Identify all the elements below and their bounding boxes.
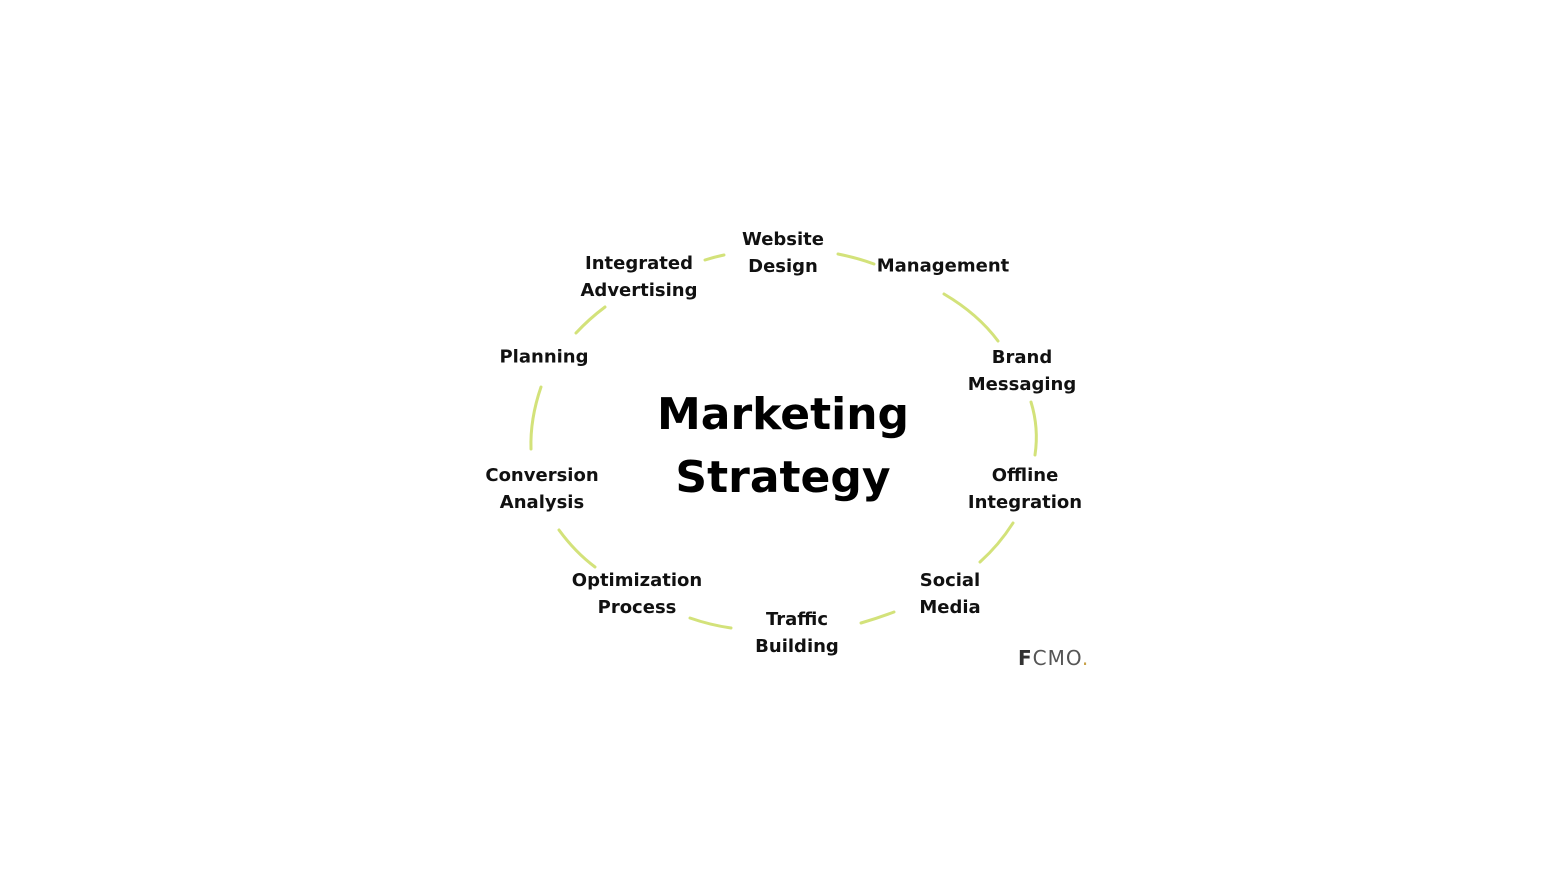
center-title-line: Marketing <box>656 389 910 440</box>
node-label-line: Design <box>748 256 818 277</box>
node-label-line: Traffic <box>765 609 829 630</box>
node-optimization-process: Optimization Process <box>572 567 702 621</box>
center-title: Marketing Strategy <box>657 383 909 509</box>
cycle-arcs <box>529 252 1038 630</box>
node-label-line: Offline <box>991 465 1059 486</box>
node-label-line: Integration <box>967 492 1083 513</box>
node-label-line: Advertising <box>580 280 698 301</box>
center-title-line: Strategy <box>675 452 891 503</box>
node-offline-integration: Offline Integration <box>968 462 1082 516</box>
connector-arc-7 <box>688 616 733 630</box>
node-label-line: Planning <box>499 346 589 368</box>
node-management: Management <box>877 253 1010 280</box>
node-website-design: Website Design <box>742 226 824 280</box>
node-social-media: Social Media <box>919 567 980 621</box>
node-brand-messaging: Brand Messaging <box>968 344 1076 398</box>
connector-arc-2 <box>836 252 876 266</box>
connector-arc-4 <box>1029 400 1038 457</box>
logo-first-letter: F <box>1018 646 1033 670</box>
connector-arc-1 <box>703 253 726 262</box>
connector-arc-6 <box>859 610 896 625</box>
node-label-line: Process <box>597 597 677 618</box>
node-conversion-analysis: Conversion Analysis <box>485 462 598 516</box>
connector-arc-3 <box>942 292 1000 343</box>
node-label-line: Integrated <box>585 253 693 274</box>
node-label-line: Analysis <box>499 492 585 513</box>
logo-text: CMO <box>1032 646 1082 670</box>
node-label-line: Brand <box>991 347 1053 368</box>
connector-arc-5 <box>978 521 1015 564</box>
logo-dot: . <box>1081 646 1090 670</box>
node-label-line: Conversion <box>485 465 599 486</box>
node-integrated-advertising: Integrated Advertising <box>581 250 698 304</box>
node-label-line: Website <box>741 229 825 250</box>
node-label-line: Media <box>919 597 981 618</box>
node-label-line: Building <box>755 636 839 657</box>
node-planning: Planning <box>499 344 588 371</box>
fcmo-logo: FCMO. <box>1018 646 1089 670</box>
connector-arc-8 <box>557 528 597 569</box>
node-label-line: Management <box>876 255 1010 277</box>
connector-arc-10 <box>574 305 607 335</box>
node-label-line: Social <box>919 570 981 591</box>
connector-arc-9 <box>529 385 543 451</box>
node-label-line: Messaging <box>967 374 1077 395</box>
node-traffic-building: Traffic Building <box>755 606 839 660</box>
node-label-line: Optimization <box>571 570 703 591</box>
